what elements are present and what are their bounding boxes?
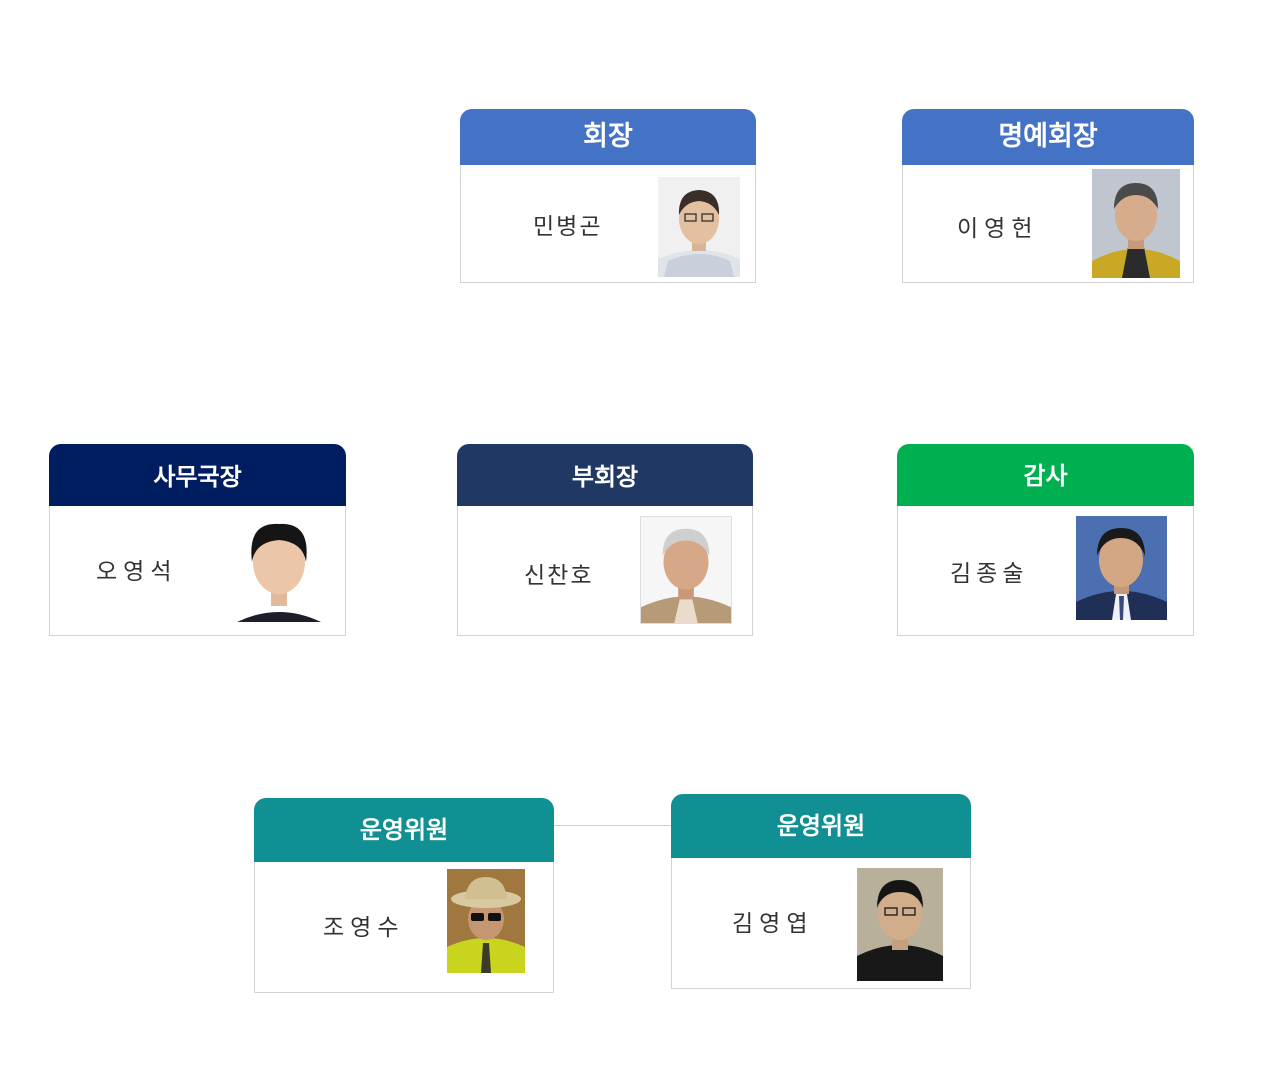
member-name: 민병곤 [533,214,603,240]
card-role-header: 운영위원 [254,798,554,862]
org-card-auditor: 감사 김종술 [897,444,1194,636]
person-photo-icon [1076,516,1167,620]
card-role-header: 회장 [460,109,756,165]
org-card-honorary-president: 명예회장 이영헌 [902,109,1194,283]
member-name: 이영헌 [957,216,1039,242]
card-role-header: 운영위원 [671,794,971,858]
member-name: 김영엽 [732,911,814,937]
member-name: 조영수 [323,915,405,941]
person-photo-icon [658,177,740,277]
card-role-header: 명예회장 [902,109,1194,165]
org-card-vice-president: 부회장 신찬호 [457,444,753,636]
org-card-president: 회장 민병곤 [460,109,756,283]
person-photo-icon [1092,169,1180,278]
member-name: 오영석 [96,559,178,585]
person-photo-icon [857,868,943,981]
person-photo-icon [235,518,323,622]
org-card-secretary-general: 사무국장 오영석 [49,444,346,636]
org-card-committee-member-2: 운영위원 김영엽 [671,794,971,989]
member-name: 신찬호 [524,563,594,589]
card-role-header: 사무국장 [49,444,346,506]
org-card-committee-member-1: 운영위원 조영수 [254,798,554,993]
connector-line [553,825,671,826]
person-photo-icon [447,869,525,973]
member-name: 김종술 [950,561,1029,587]
card-role-header: 감사 [897,444,1194,506]
person-photo-icon [640,516,732,624]
card-role-header: 부회장 [457,444,753,506]
